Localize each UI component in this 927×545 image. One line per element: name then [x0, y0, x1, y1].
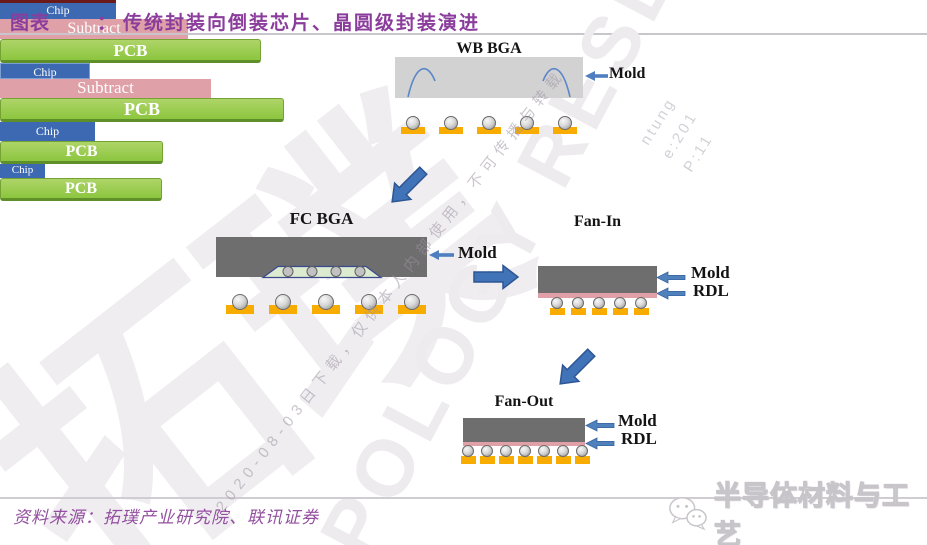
mold-pointer-arrow: [429, 250, 454, 260]
wb-bga-wirebonds: [407, 67, 571, 98]
solder-ball: [404, 294, 420, 310]
solder-ball: [232, 294, 248, 310]
figure-title: 传统封装向倒装芯片、晶圆级封装演进: [123, 13, 481, 34]
solder-ball: [558, 116, 572, 130]
solder-ball: [406, 116, 420, 130]
wb-bga-title: WB BGA: [456, 40, 522, 57]
mold-pointer-arrow: [656, 271, 686, 284]
solder-ball: [593, 297, 605, 309]
fan-in-chip: Chip: [0, 122, 95, 141]
solder-ball: [318, 294, 334, 310]
fc-bga-title: FC BGA: [289, 209, 354, 228]
pcb-pad: [401, 127, 425, 134]
solder-ball: [551, 297, 563, 309]
wb-bga-chip: Chip: [0, 0, 116, 19]
pcb-pad: [537, 456, 552, 464]
watermark-stamp: ntung e:201 P:11: [634, 92, 727, 177]
fan-in-rdl: [538, 293, 657, 298]
pcb-pad: [553, 127, 577, 134]
figure-label: 图表: [10, 13, 51, 34]
pcb-pad: [461, 456, 476, 464]
pcb-pad: [571, 308, 586, 315]
watermark-stamp-line: P:11: [680, 130, 717, 176]
fan-in-rdl-label: RDL: [693, 281, 729, 300]
solder-ball: [500, 445, 512, 457]
fan-in-pcb: PCB: [0, 141, 163, 164]
watermark-stamp-line: e:201: [658, 108, 701, 162]
pcb-pad: [575, 456, 590, 464]
pcb-pad: [592, 308, 607, 315]
solder-ball: [557, 445, 569, 457]
fc-bga-pcb: PCB: [0, 98, 284, 122]
pcb-pad: [556, 456, 571, 464]
fan-out-rdl-label: RDL: [621, 429, 657, 448]
solder-ball: [444, 116, 458, 130]
pcb-pad: [515, 127, 539, 134]
fan-in-mold: [538, 266, 657, 293]
solder-ball: [538, 445, 550, 457]
pcb-pad: [480, 456, 495, 464]
wb-bga-mold-label: Mold: [609, 65, 646, 82]
fan-in-mold-label: Mold: [691, 263, 730, 282]
solder-ball: [572, 297, 584, 309]
flow-arrow-down-left-icon: [391, 166, 428, 203]
source-line: 资料来源：拓璞产业研究院、联讯证券: [13, 508, 319, 527]
solder-ball: [576, 445, 588, 457]
fc-bga-underfill-bumps: [261, 265, 383, 279]
pcb-pad: [518, 456, 533, 464]
rdl-pointer-arrow: [585, 437, 615, 450]
solder-ball: [482, 116, 496, 130]
footer-divider: [0, 497, 927, 499]
pcb-pad: [499, 456, 514, 464]
fan-out-mold: [463, 418, 585, 442]
solder-ball: [361, 294, 377, 310]
watermark-stamp-line: ntung: [637, 94, 680, 149]
fc-bga-chip: Chip: [0, 63, 90, 79]
rdl-pointer-arrow: [656, 287, 686, 300]
mold-pointer-arrow: [585, 71, 608, 81]
figure-colon: ：: [97, 13, 118, 34]
pcb-pad: [613, 308, 628, 315]
solder-ball: [635, 297, 647, 309]
fan-out-pcb: PCB: [0, 178, 162, 201]
figure-header: 图表 ： 传统封装向倒装芯片、晶圆级封装演进: [10, 8, 480, 35]
fan-out-chip: Chip: [0, 164, 45, 178]
solder-ball: [481, 445, 493, 457]
solder-ball: [520, 116, 534, 130]
solder-ball: [519, 445, 531, 457]
pcb-pad: [439, 127, 463, 134]
pcb-pad: [634, 308, 649, 315]
solder-ball: [275, 294, 291, 310]
wb-bga-mold: [395, 57, 583, 98]
flow-arrow-right-icon: [473, 263, 520, 291]
fc-bga-mold-label: Mold: [458, 243, 497, 262]
fan-out-rdl: [463, 442, 585, 446]
fc-bga-substrate: Subtract: [0, 79, 211, 98]
wb-bga-pcb: PCB: [0, 39, 261, 63]
pcb-pad: [477, 127, 501, 134]
wechat-account-name: 半导体材料与工艺: [713, 480, 910, 545]
mold-pointer-arrow: [585, 419, 615, 432]
solder-ball: [462, 445, 474, 457]
fan-in-title: Fan-In: [573, 213, 622, 230]
wechat-watermark: 半导体材料与工艺: [668, 474, 927, 545]
flow-arrow-down-left-icon: [559, 348, 596, 385]
wechat-icon: [669, 497, 707, 531]
fan-out-title: Fan-Out: [494, 393, 554, 410]
pcb-pad: [550, 308, 565, 315]
header-divider: [0, 33, 927, 35]
solder-ball: [614, 297, 626, 309]
fan-out-mold-label: Mold: [618, 411, 657, 430]
